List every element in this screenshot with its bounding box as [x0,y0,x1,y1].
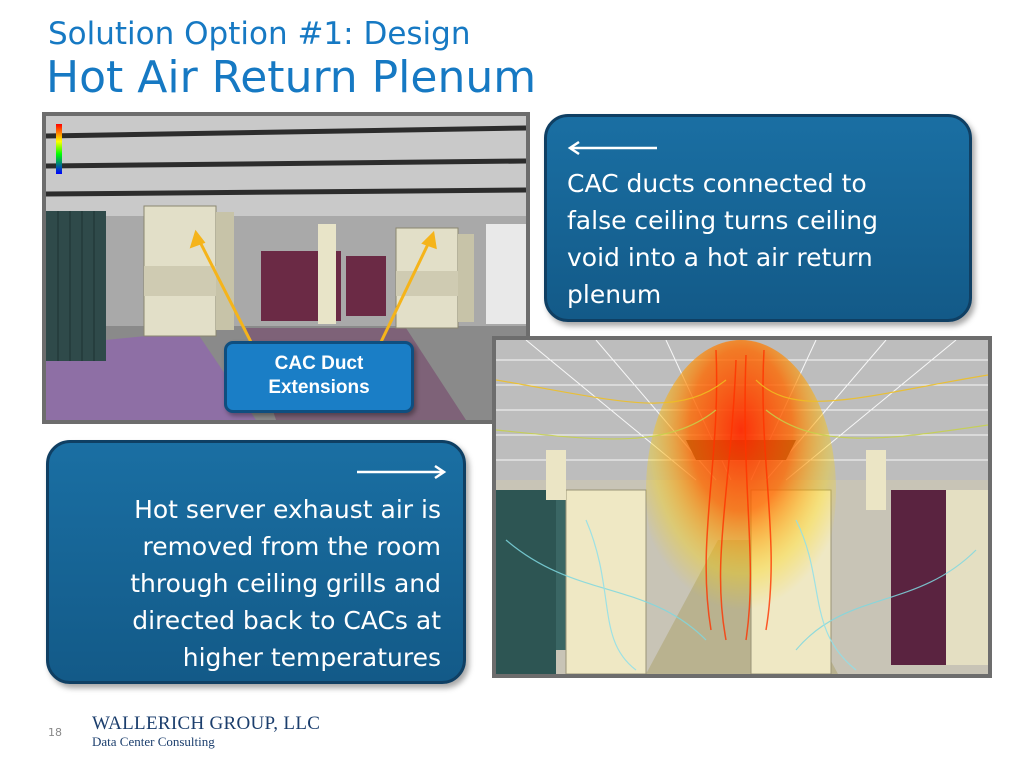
arrow-right-icon [357,464,447,480]
exhaust-air-text: Hot server exhaust air is removed from t… [130,495,441,672]
company-logo: WALLERICH GROUP, LLC Data Center Consult… [92,714,320,748]
slide-subtitle: Solution Option #1: Design [48,16,471,52]
slide-title: Hot Air Return Plenum [46,52,537,103]
cac-duct-extensions-label: CAC Duct Extensions [224,341,414,413]
label-line-2: Extensions [268,377,370,398]
page-number: 18 [48,726,62,739]
company-name: WALLERICH GROUP, LLC [92,713,321,734]
company-tagline: Data Center Consulting [92,734,215,749]
ceiling-plenum-callout: CAC ducts connected to false ceiling tur… [544,114,972,322]
exhaust-air-callout: Hot server exhaust air is removed from t… [46,440,466,684]
arrow-left-icon [567,140,657,156]
label-line-1: CAC Duct [274,353,364,374]
airflow-simulation-image [492,336,992,678]
ceiling-plenum-text: CAC ducts connected to false ceiling tur… [567,169,879,309]
